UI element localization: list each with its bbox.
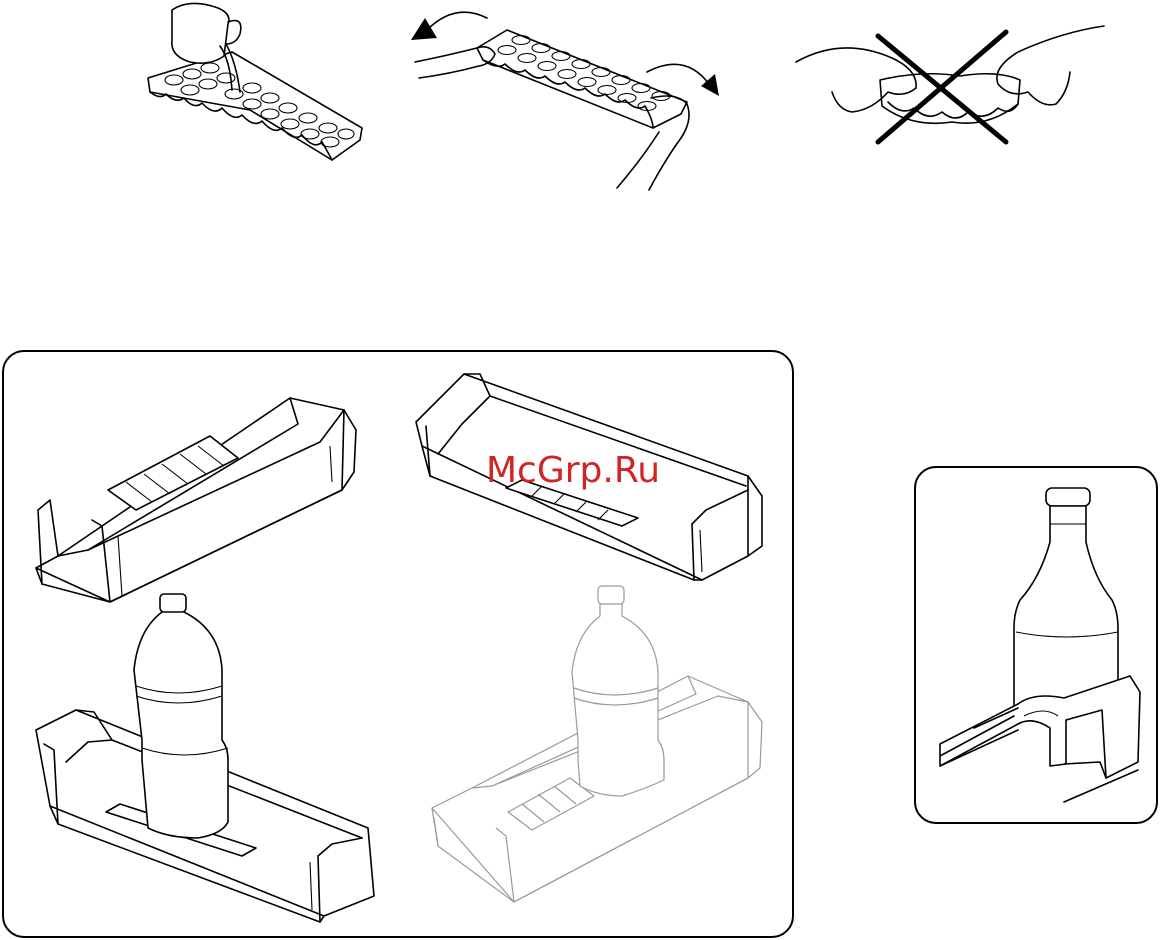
- door-racks-illustration: [2, 350, 794, 938]
- twist-ice-tray-illustration: [405, 0, 725, 195]
- rotate-arrow-left-icon: [411, 12, 487, 40]
- fill-ice-tray-illustration: [140, 0, 370, 175]
- plastic-bottle-icon: [572, 586, 664, 796]
- watermark-text: McGrp.Ru: [486, 450, 696, 498]
- plastic-bottle-icon: [134, 594, 228, 838]
- do-not-bend-tray-illustration: [792, 18, 1112, 153]
- door-bin-icon: [36, 398, 356, 602]
- ice-tray-icon: [148, 52, 362, 160]
- liquor-bottle-icon: [1014, 488, 1118, 706]
- ice-tray-icon: [477, 30, 687, 128]
- bottle-holder-illustration: [914, 466, 1158, 824]
